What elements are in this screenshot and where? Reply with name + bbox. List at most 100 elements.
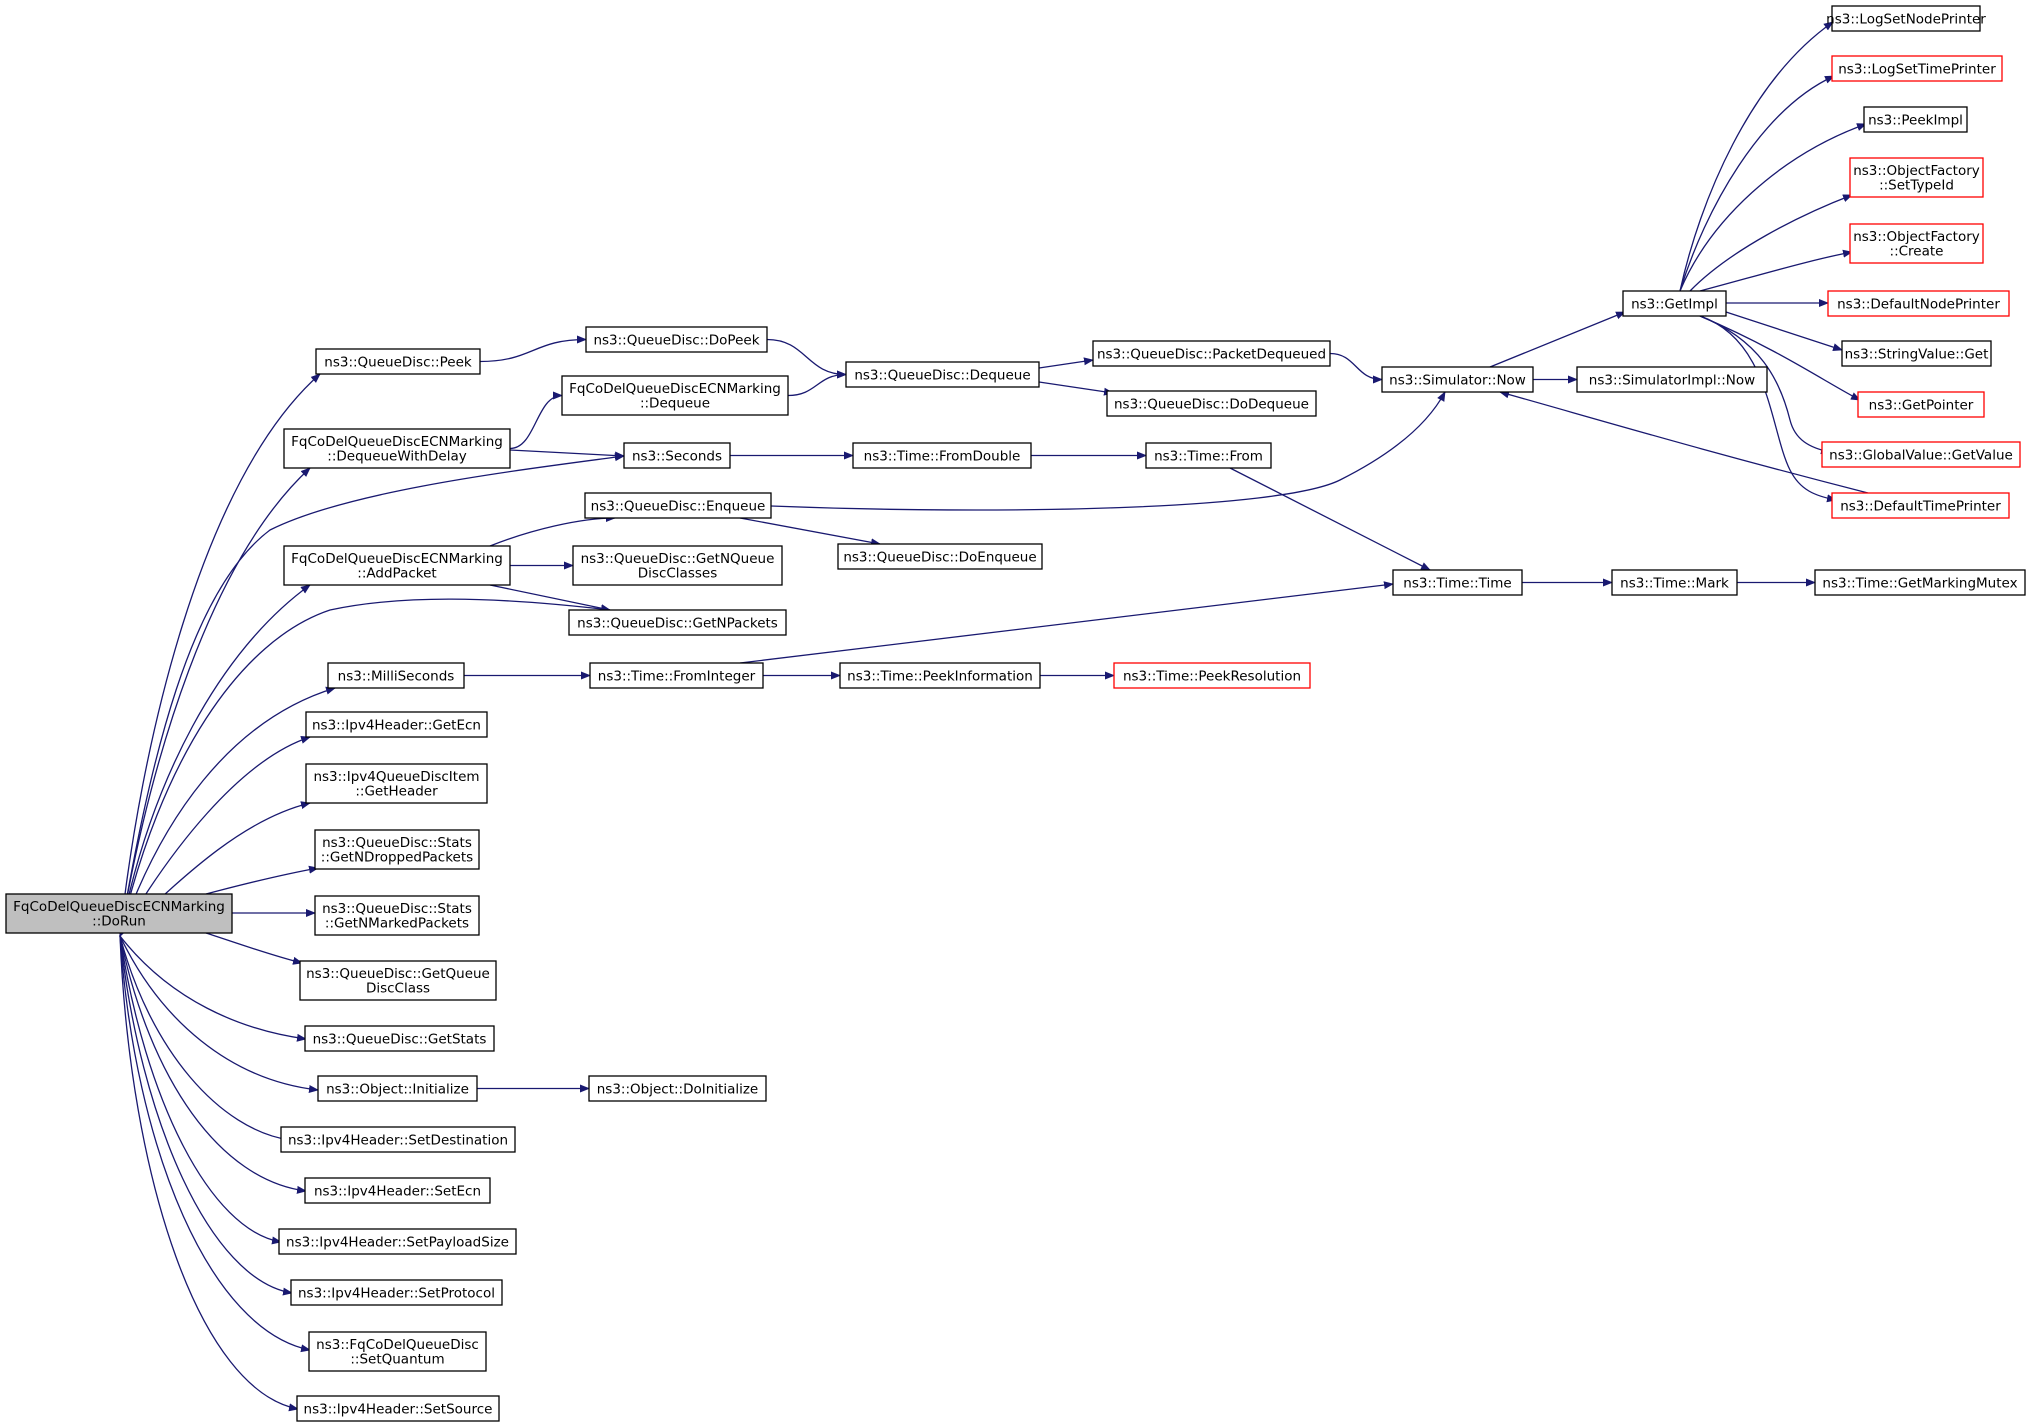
node-globalvalueget[interactable]: ns3::GlobalValue::GetValue [1821, 441, 2021, 468]
node-box [305, 711, 488, 738]
node-setquantum[interactable]: ns3::FqCoDelQueueDisc::SetQuantum [308, 1331, 487, 1372]
node-box [278, 1228, 517, 1255]
node-peek[interactable]: ns3::QueueDisc::Peek [315, 348, 481, 375]
node-getpointer[interactable]: ns3::GetPointer [1857, 391, 1985, 418]
node-label: ns3::Time::GetMarkingMutex [1822, 575, 2017, 591]
node-box [1827, 290, 2010, 317]
edge-addpacket-to-enqueue [489, 514, 616, 547]
node-setdestination[interactable]: ns3::Ipv4Header::SetDestination [280, 1126, 516, 1153]
node-getmarkingmutex[interactable]: ns3::Time::GetMarkingMutex [1814, 569, 2026, 596]
node-label: ::DequeueWithDelay [327, 449, 466, 465]
node-logsettime[interactable]: ns3::LogSetTimePrinter [1831, 55, 2003, 82]
node-dequeue[interactable]: ns3::QueueDisc::Dequeue [845, 361, 1040, 388]
node-dequeuewithdelay[interactable]: FqCoDelQueueDiscECNMarking::DequeueWithD… [283, 428, 511, 469]
node-box [837, 543, 1043, 570]
node-timemark[interactable]: ns3::Time::Mark [1611, 569, 1738, 596]
edge-dorun-to-getqueuediscclass [205, 932, 303, 965]
edge-fromintegerfn-to-timetime [739, 581, 1394, 664]
node-label: ns3::PeekImpl [1868, 112, 1963, 128]
node-box [1106, 390, 1317, 417]
node-timetime[interactable]: ns3::Time::Time [1392, 569, 1523, 596]
edge-dorun-to-addpacket [119, 584, 311, 937]
node-simnow[interactable]: ns3::Simulator::Now [1381, 366, 1534, 393]
node-stringvalueget[interactable]: ns3::StringValue::Get [1841, 340, 1992, 367]
node-box [5, 893, 233, 934]
node-doenqueue[interactable]: ns3::QueueDisc::DoEnqueue [837, 543, 1043, 570]
node-dodequeue[interactable]: ns3::QueueDisc::DoDequeue [1106, 390, 1317, 417]
node-getheader[interactable]: ns3::Ipv4QueueDiscItem::GetHeader [305, 763, 488, 804]
edge-ecndequeue-to-dequeue [787, 370, 847, 397]
node-getimpl[interactable]: ns3::GetImpl [1622, 290, 1727, 317]
node-milliseconds[interactable]: ns3::MilliSeconds [327, 662, 465, 689]
node-box [317, 1075, 478, 1102]
node-label: ns3::LogSetNodePrinter [1826, 11, 1986, 27]
edge-dorun-to-setpayloadsize [119, 935, 282, 1245]
node-label: ::Create [1890, 244, 1944, 260]
node-fromintegerfn[interactable]: ns3::Time::FromInteger [589, 662, 764, 689]
node-enqueue[interactable]: ns3::QueueDisc::Enqueue [584, 492, 772, 519]
node-getecn[interactable]: ns3::Ipv4Header::GetEcn [305, 711, 488, 738]
node-settypeid[interactable]: ns3::ObjectFactory::SetTypeId [1849, 157, 1984, 198]
edge-getimpl-to-logsettime [1679, 75, 1835, 292]
edge-dorun-to-milliseconds [119, 686, 336, 937]
edges-layer [119, 21, 1869, 1412]
node-label: ::SetQuantum [350, 1352, 444, 1368]
node-timefrom[interactable]: ns3::Time::From [1145, 442, 1272, 469]
node-dopeek[interactable]: ns3::QueueDisc::DoPeek [585, 326, 768, 353]
edge-dorun-to-initialize [119, 935, 319, 1093]
node-getnpackets[interactable]: ns3::QueueDisc::GetNPackets [568, 609, 787, 636]
node-ecndequeue[interactable]: FqCoDelQueueDiscECNMarking::Dequeue [561, 375, 789, 416]
node-setsource[interactable]: ns3::Ipv4Header::SetSource [296, 1395, 500, 1422]
node-doinitialize[interactable]: ns3::Object::DoInitialize [588, 1075, 767, 1102]
node-getndropped[interactable]: ns3::QueueDisc::Stats::GetNDroppedPacket… [314, 829, 480, 870]
node-label: ns3::QueueDisc::DoEnqueue [843, 549, 1036, 565]
edge-packetdequeued-to-simnow [1329, 352, 1383, 384]
node-addpacket[interactable]: FqCoDelQueueDiscECNMarking::AddPacket [283, 545, 511, 586]
node-setecn[interactable]: ns3::Ipv4Header::SetEcn [304, 1177, 491, 1204]
edge-dorun-to-peek [119, 373, 321, 937]
edge-getimpl-to-getpointer [1699, 315, 1861, 401]
node-defnodeprinter[interactable]: ns3::DefaultNodePrinter [1827, 290, 2010, 317]
node-seconds[interactable]: ns3::Seconds [623, 442, 731, 469]
node-logsetnode[interactable]: ns3::LogSetNodePrinter [1826, 5, 1986, 32]
node-label: ns3::SimulatorImpl::Now [1589, 372, 1755, 388]
edge-dorun-to-getstats [119, 935, 307, 1042]
edge-dequeuewithdelay-to-seconds [509, 449, 625, 460]
node-box [283, 428, 511, 469]
node-initialize[interactable]: ns3::Object::Initialize [317, 1075, 478, 1102]
node-dorun[interactable]: FqCoDelQueueDiscECNMarking::DoRun [5, 893, 233, 934]
node-deftimeprinter[interactable]: ns3::DefaultTimePrinter [1831, 492, 2010, 519]
node-box [308, 1331, 487, 1372]
node-getnmarked[interactable]: ns3::QueueDisc::Stats::GetNMarkedPackets [314, 895, 480, 936]
nodes-layer: FqCoDelQueueDiscECNMarking::DoRunns3::Qu… [5, 5, 2026, 1422]
node-setprotocol[interactable]: ns3::Ipv4Header::SetProtocol [290, 1279, 503, 1306]
node-peekimpl[interactable]: ns3::PeekImpl [1863, 106, 1968, 133]
node-box [1849, 157, 1984, 198]
node-getstats[interactable]: ns3::QueueDisc::GetStats [304, 1025, 495, 1052]
node-peekinformation[interactable]: ns3::Time::PeekInformation [839, 662, 1041, 689]
node-box [1857, 391, 1985, 418]
edge-dorun-to-dequeuewithdelay [119, 467, 311, 937]
node-packetdequeued[interactable]: ns3::QueueDisc::PacketDequeued [1092, 340, 1331, 367]
node-box [1145, 442, 1272, 469]
node-simimplnow[interactable]: ns3::SimulatorImpl::Now [1576, 366, 1768, 393]
node-box [280, 1126, 516, 1153]
edge-dequeue-to-dodequeue [1038, 381, 1114, 396]
node-box [1381, 366, 1534, 393]
node-box [1821, 441, 2021, 468]
node-label: ns3::Object::Initialize [326, 1081, 469, 1097]
node-peekresolution[interactable]: ns3::Time::PeekResolution [1113, 662, 1311, 689]
node-label: ns3::ObjectFactory [1853, 163, 1980, 179]
node-fromdouble[interactable]: ns3::Time::FromDouble [852, 442, 1032, 469]
node-label: ns3::QueueDisc::Stats [322, 835, 472, 851]
node-box [585, 326, 768, 353]
node-label: ns3::GlobalValue::GetValue [1829, 447, 2013, 463]
node-setpayloadsize[interactable]: ns3::Ipv4Header::SetPayloadSize [278, 1228, 517, 1255]
node-label: DiscClasses [638, 566, 717, 582]
node-box [304, 1025, 495, 1052]
node-ofcreate[interactable]: ns3::ObjectFactory::Create [1849, 223, 1984, 264]
edge-getimpl-to-globalvalueget [1699, 315, 1831, 455]
node-label: ns3::FqCoDelQueueDisc [316, 1337, 479, 1353]
